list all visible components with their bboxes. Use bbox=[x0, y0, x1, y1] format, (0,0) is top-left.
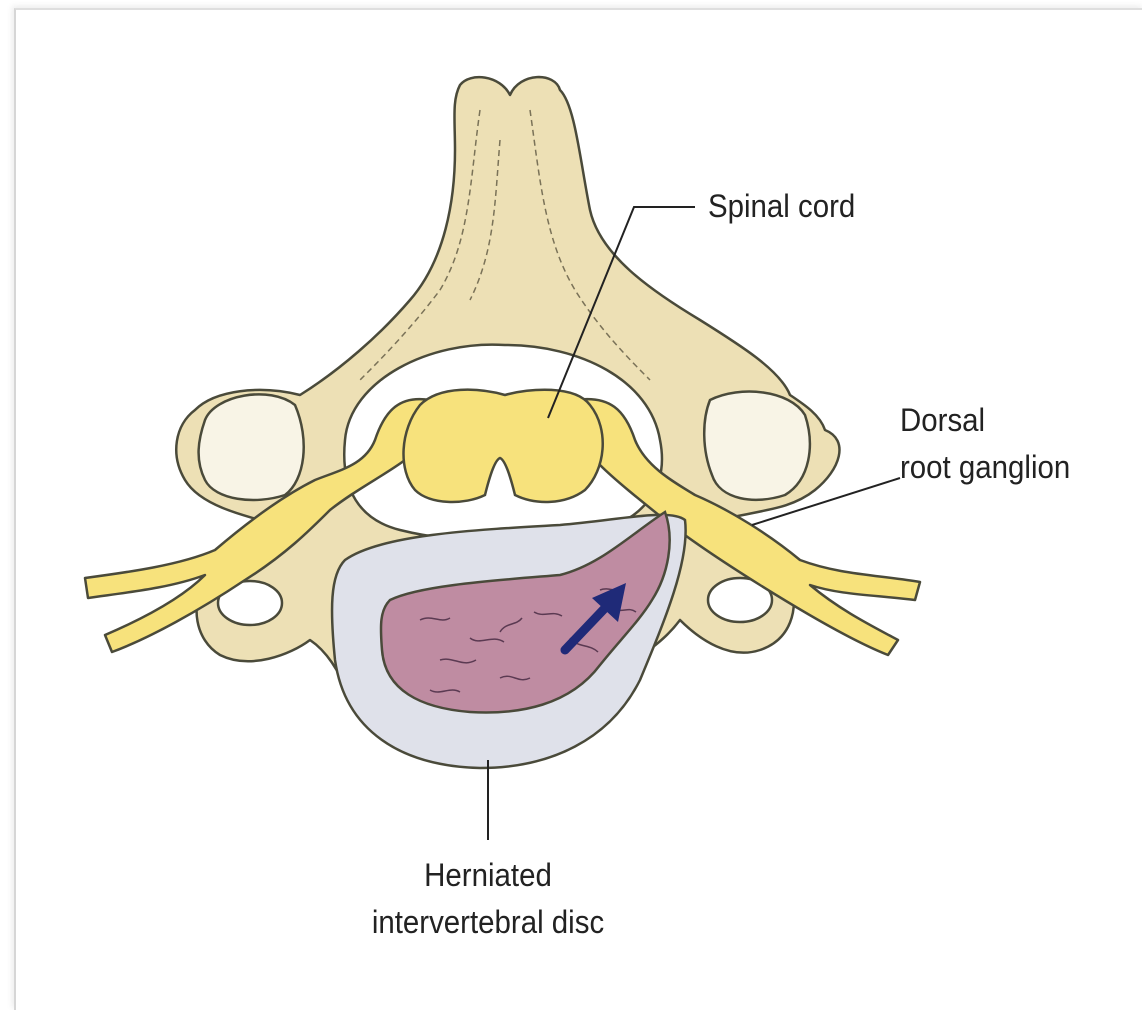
right-facet bbox=[704, 392, 810, 500]
label-dorsal-line2: root ganglion bbox=[900, 447, 1070, 487]
left-facet bbox=[199, 394, 304, 500]
label-spinal-cord: Spinal cord bbox=[708, 186, 855, 226]
label-herniated-line1: Herniated bbox=[396, 855, 580, 895]
label-herniated-line2: intervertebral disc bbox=[350, 902, 626, 942]
label-dorsal-line1: Dorsal bbox=[900, 400, 985, 440]
